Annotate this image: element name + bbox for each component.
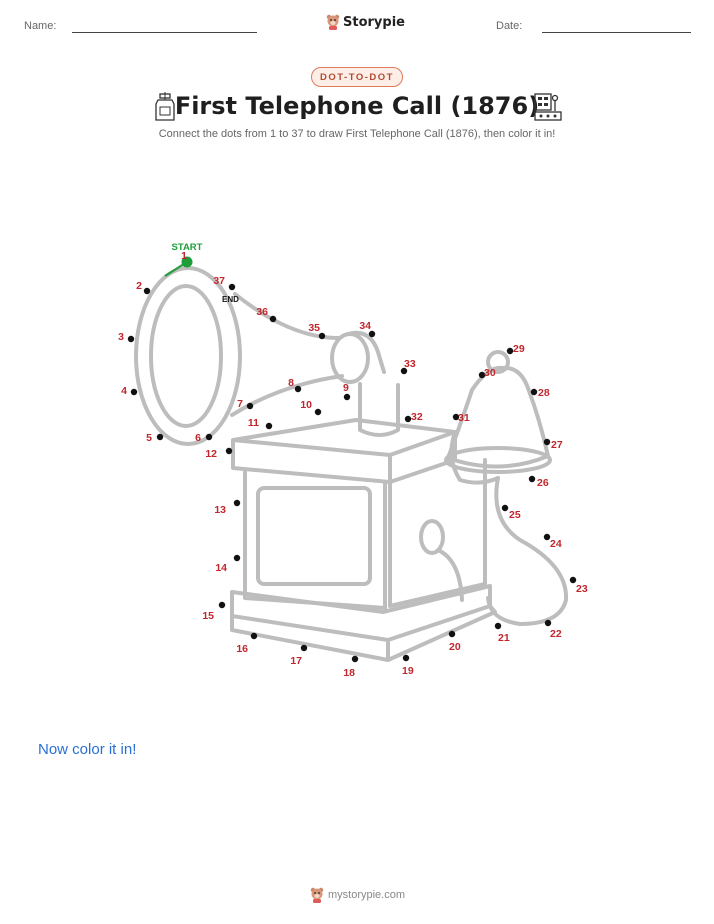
dot-number-18: 18 (343, 667, 355, 679)
dot-number-35: 35 (308, 322, 320, 334)
dot-number-3: 3 (118, 331, 124, 343)
dot-35[interactable] (318, 332, 326, 340)
dot-number-2: 2 (136, 280, 142, 292)
dot-16[interactable] (250, 632, 258, 640)
dot-31[interactable] (452, 413, 460, 421)
name-label: Name: (24, 20, 57, 32)
dot-number-11: 11 (248, 417, 259, 429)
dot-number-34: 34 (359, 320, 371, 332)
dot-22[interactable] (544, 619, 552, 627)
dot-number-4: 4 (121, 385, 127, 397)
dot-number-33: 33 (404, 358, 416, 370)
dot-number-6: 6 (195, 432, 201, 444)
page-title: First Telephone Call (1876) (174, 92, 540, 120)
dot-number-22: 22 (550, 628, 562, 640)
dot-5[interactable] (156, 433, 164, 441)
dot-number-10: 10 (300, 399, 312, 411)
footer-site: mystorypie.com (328, 889, 406, 901)
dot-13[interactable] (233, 499, 241, 507)
instructions: Connect the dots from 1 to 37 to draw Fi… (158, 128, 556, 140)
dot-1[interactable] (181, 256, 193, 268)
dot-number-9: 9 (343, 382, 349, 394)
dot-25[interactable] (501, 504, 509, 512)
dot-number-37: 37 (213, 275, 225, 287)
dot-10[interactable] (314, 408, 322, 416)
dot-number-30: 30 (484, 367, 496, 379)
bear-mascot-icon (326, 14, 340, 30)
dot-11[interactable] (265, 422, 273, 430)
inkwell-icon (155, 92, 175, 121)
dot-number-25: 25 (509, 509, 521, 521)
dot-6[interactable] (205, 433, 213, 441)
dot-36[interactable] (269, 315, 277, 323)
dot-15[interactable] (218, 601, 226, 609)
dot-number-5: 5 (146, 432, 152, 444)
dot-30[interactable] (478, 371, 486, 379)
dot-33[interactable] (400, 367, 408, 375)
dot-to-dot-badge: DOT-TO-DOT (311, 67, 403, 87)
dot-number-32: 32 (411, 411, 423, 423)
dot-24[interactable] (543, 533, 551, 541)
dot-number-15: 15 (202, 610, 214, 622)
brand-logo: Storypie (326, 14, 405, 30)
color-prompt: Now color it in! (38, 741, 137, 758)
dot-number-21: 21 (498, 632, 510, 644)
dot-number-16: 16 (236, 643, 248, 655)
dot-4[interactable] (130, 388, 138, 396)
dot-number-20: 20 (449, 641, 461, 653)
start-label: START (172, 242, 203, 253)
date-line[interactable] (542, 32, 691, 33)
end-label: END (222, 295, 239, 304)
switchboard-icon (534, 93, 562, 121)
dot-number-29: 29 (513, 343, 525, 355)
dot-29[interactable] (506, 347, 514, 355)
dot-number-13: 13 (214, 504, 226, 516)
date-label: Date: (496, 20, 523, 32)
dot-7[interactable] (246, 402, 254, 410)
dot-number-8: 8 (288, 377, 294, 389)
telephone-outline (134, 266, 569, 662)
dot-18[interactable] (351, 655, 359, 663)
dot-8[interactable] (294, 385, 302, 393)
dot-9[interactable] (343, 393, 351, 401)
brand-name: Storypie (343, 14, 405, 30)
dot-number-7: 7 (237, 398, 243, 410)
dot-17[interactable] (300, 644, 308, 652)
dot-21[interactable] (494, 622, 502, 630)
dot-number-17: 17 (290, 655, 302, 667)
dot-number-24: 24 (550, 538, 562, 550)
dot-number-31: 31 (458, 412, 470, 424)
dot-number-27: 27 (551, 439, 563, 451)
dot-20[interactable] (448, 630, 456, 638)
dot-32[interactable] (404, 415, 412, 423)
dot-number-14: 14 (215, 562, 227, 574)
dot-2[interactable] (143, 287, 151, 295)
dot-number-36: 36 (256, 306, 268, 318)
dot-number-23: 23 (576, 583, 588, 595)
dot-number-19: 19 (402, 665, 414, 677)
dot-26[interactable] (528, 475, 536, 483)
dot-19[interactable] (402, 654, 410, 662)
dot-12[interactable] (225, 447, 233, 455)
dot-34[interactable] (368, 330, 376, 338)
footer: mystorypie.com (310, 887, 405, 903)
dot-number-1: 1 (181, 250, 187, 262)
dot-number-28: 28 (538, 387, 550, 399)
dot-37[interactable] (228, 283, 236, 291)
dot-27[interactable] (543, 438, 551, 446)
dot-28[interactable] (530, 388, 538, 396)
dot-number-26: 26 (537, 477, 549, 489)
dot-14[interactable] (233, 554, 241, 562)
bear-mascot-icon (310, 887, 324, 903)
dot-number-12: 12 (205, 448, 217, 460)
dot-23[interactable] (569, 576, 577, 584)
dot-3[interactable] (127, 335, 135, 343)
name-line[interactable] (72, 32, 257, 33)
